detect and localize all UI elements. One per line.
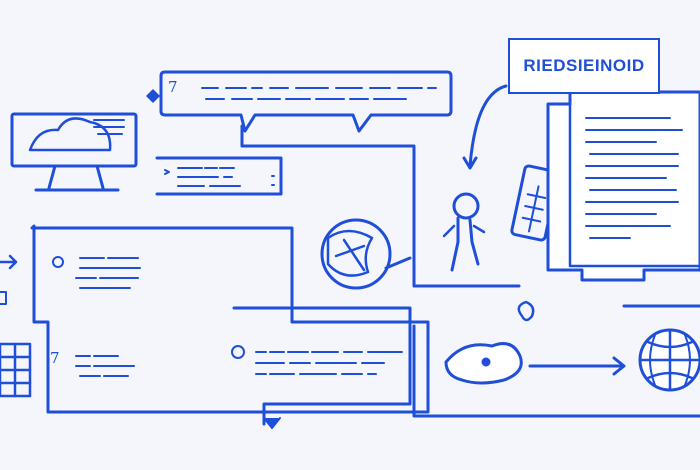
bottom-left-text bbox=[75, 355, 135, 377]
person-icon bbox=[442, 192, 486, 272]
connector-bottom-right bbox=[412, 304, 700, 418]
left-content-panel bbox=[30, 224, 430, 414]
hand-icon bbox=[444, 300, 535, 385]
callout-number: 7 bbox=[168, 78, 178, 96]
top-callout-bubble bbox=[159, 70, 453, 133]
grid-icon bbox=[0, 342, 32, 398]
curved-arrow bbox=[462, 84, 508, 170]
diamond-marker bbox=[146, 89, 160, 103]
bottom-middle-panel bbox=[231, 306, 412, 429]
arrow-to-globe bbox=[528, 356, 626, 376]
small-bracket-icon bbox=[0, 291, 7, 305]
top-callout-text bbox=[201, 87, 437, 100]
bottom-left-number: 7 bbox=[50, 349, 60, 367]
globe-icon bbox=[638, 328, 700, 392]
document-icon bbox=[546, 90, 700, 282]
connector-top bbox=[240, 124, 521, 288]
monitor-icon bbox=[10, 112, 138, 192]
arrow-left-edge bbox=[0, 254, 18, 270]
wrench-icon bbox=[320, 218, 412, 290]
small-info-card bbox=[155, 156, 283, 196]
header-label: RIEDSIEINOID bbox=[508, 38, 660, 94]
